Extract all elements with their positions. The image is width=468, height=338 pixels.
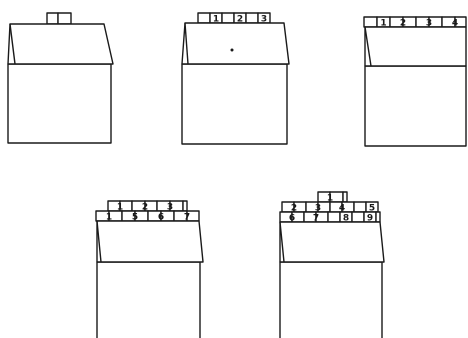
house-roof — [8, 24, 113, 64]
house-wall — [280, 262, 382, 338]
tile — [376, 212, 380, 222]
tile — [352, 212, 364, 222]
tile — [354, 202, 366, 212]
tile — [364, 17, 377, 27]
house-roof — [97, 221, 203, 262]
figure-4: 1 2 3 1 5 6 7 — [96, 201, 203, 338]
tile — [222, 13, 234, 23]
tile — [343, 192, 347, 202]
tile — [246, 13, 258, 23]
tile — [328, 212, 340, 222]
house-roof — [280, 222, 384, 262]
house-roof — [182, 23, 289, 64]
figure-1 — [8, 13, 113, 143]
tile — [58, 13, 71, 24]
house-wall — [8, 64, 111, 143]
figure-5: 1 2 3 4 5 6 7 8 — [280, 192, 384, 338]
figure-3: 1 2 3 4 — [364, 17, 466, 146]
figure-2: 1 2 3 — [182, 13, 289, 144]
house-roof — [365, 27, 466, 66]
tile — [183, 201, 187, 211]
house-wall — [182, 64, 287, 144]
tile-row — [47, 13, 71, 24]
tile — [198, 13, 210, 23]
tile — [47, 13, 58, 24]
house-wall — [97, 262, 200, 338]
center-dot — [231, 49, 234, 52]
house-wall — [365, 66, 466, 146]
